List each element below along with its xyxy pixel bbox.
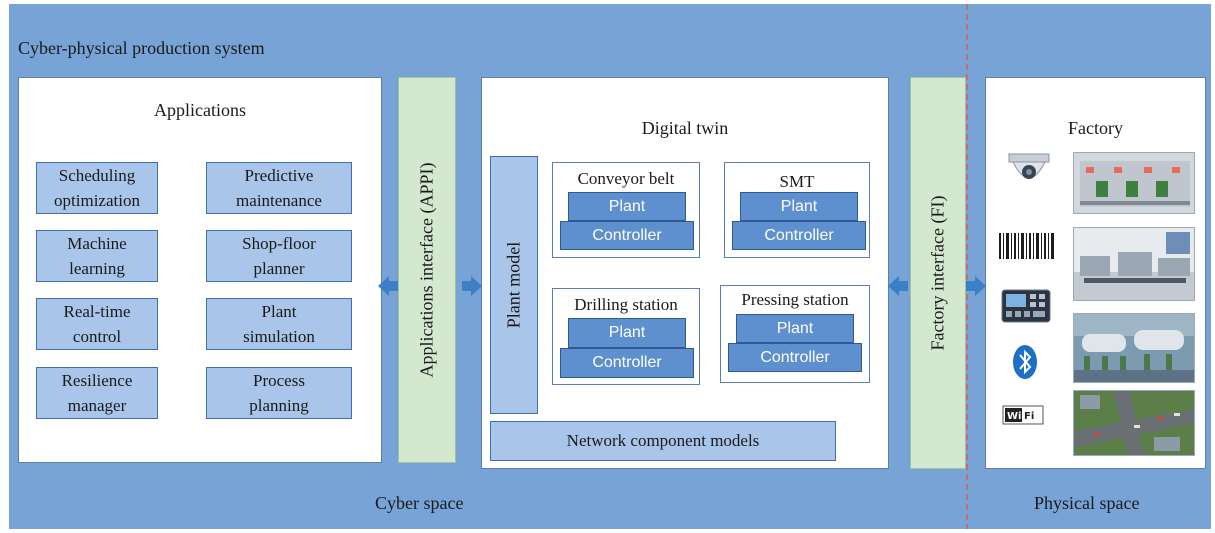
bluetooth-icon — [1013, 345, 1037, 379]
controller-block: Controller — [560, 348, 694, 378]
factory-title: Factory — [1068, 118, 1123, 138]
station-name: Pressing station — [741, 290, 849, 309]
digital-twin-panel: Digital twin — [481, 77, 889, 469]
process-plant-image — [1073, 313, 1195, 383]
applications-title: Applications — [154, 100, 246, 120]
wifi-icon: Wi Fi — [1002, 405, 1044, 425]
station-name: SMT — [779, 172, 815, 191]
app-process-planning: Process planning — [206, 367, 352, 419]
appi-label: Applications interface (APPI) — [416, 162, 437, 378]
controller-block: Controller — [560, 221, 694, 250]
applications-interface: Applications interface (APPI) — [398, 77, 456, 463]
factory-layout-image — [1073, 152, 1195, 214]
double-arrow-factory — [888, 276, 986, 296]
network-component-models: Network component models — [490, 421, 836, 461]
plant-model-label: Plant model — [503, 241, 524, 329]
double-arrow-applications — [378, 276, 482, 296]
cyber-space-label: Cyber space — [375, 493, 464, 513]
barcode-icon — [997, 230, 1057, 262]
plant-block: Plant — [568, 318, 686, 348]
physical-space-label: Physical space — [1034, 493, 1140, 513]
plant-model-bar: Plant model — [490, 156, 538, 414]
fi-label: Factory interface (FI) — [927, 195, 948, 351]
app-scheduling-optimization: Scheduling optimization — [36, 162, 158, 214]
app-real-time-control: Real-time control — [36, 298, 158, 350]
diagram-title: Cyber-physical production system — [18, 38, 265, 58]
control-panel-icon — [1001, 289, 1051, 323]
camera-icon — [1008, 153, 1050, 179]
svg-text:Wi: Wi — [1007, 411, 1021, 422]
svg-text:Fi: Fi — [1024, 411, 1034, 422]
factory-interface: Factory interface (FI) — [910, 77, 966, 469]
controller-block: Controller — [728, 343, 862, 372]
app-machine-learning: Machine learning — [36, 230, 158, 282]
controller-block: Controller — [732, 221, 866, 250]
city-traffic-image — [1073, 390, 1195, 456]
station-name: Conveyor belt — [577, 169, 675, 188]
app-plant-simulation: Plant simulation — [206, 298, 352, 350]
plant-block: Plant — [740, 192, 858, 221]
app-resilience-manager: Resilience manager — [36, 367, 158, 419]
space-divider — [966, 4, 968, 529]
app-predictive-maintenance: Predictive maintenance — [206, 162, 352, 214]
assembly-line-image — [1073, 227, 1195, 301]
plant-block: Plant — [736, 314, 854, 343]
plant-block: Plant — [568, 192, 686, 221]
digital-twin-title: Digital twin — [641, 118, 729, 138]
app-shop-floor-planner: Shop-floor planner — [206, 230, 352, 282]
station-name: Drilling station — [574, 295, 678, 314]
